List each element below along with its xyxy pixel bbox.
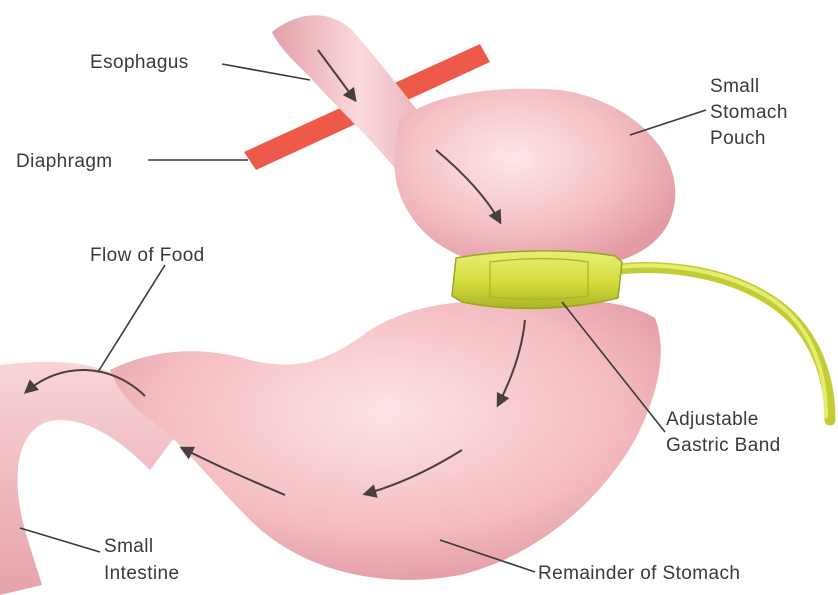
stomach-remainder [110, 300, 661, 580]
gastric-band [452, 251, 622, 308]
leader-esophagus [222, 64, 310, 80]
label-esophagus: Esophagus [90, 52, 189, 73]
label-band-line1: Adjustable [666, 409, 759, 430]
label-flow-of-food: Flow of Food [90, 245, 205, 266]
label-pouch-line1: Small [710, 76, 760, 97]
leader-pouch [630, 110, 706, 135]
label-remainder: Remainder of Stomach [538, 563, 740, 584]
label-diaphragm: Diaphragm [16, 151, 113, 172]
leader-intestine [20, 528, 100, 552]
label-band-line2: Gastric Band [666, 435, 781, 456]
stomach-pouch [395, 89, 676, 272]
label-intestine-line1: Small [104, 536, 154, 557]
label-intestine-line2: Intestine [104, 563, 179, 584]
label-pouch-line2: Stomach [710, 102, 788, 123]
label-pouch-line3: Pouch [710, 128, 766, 149]
